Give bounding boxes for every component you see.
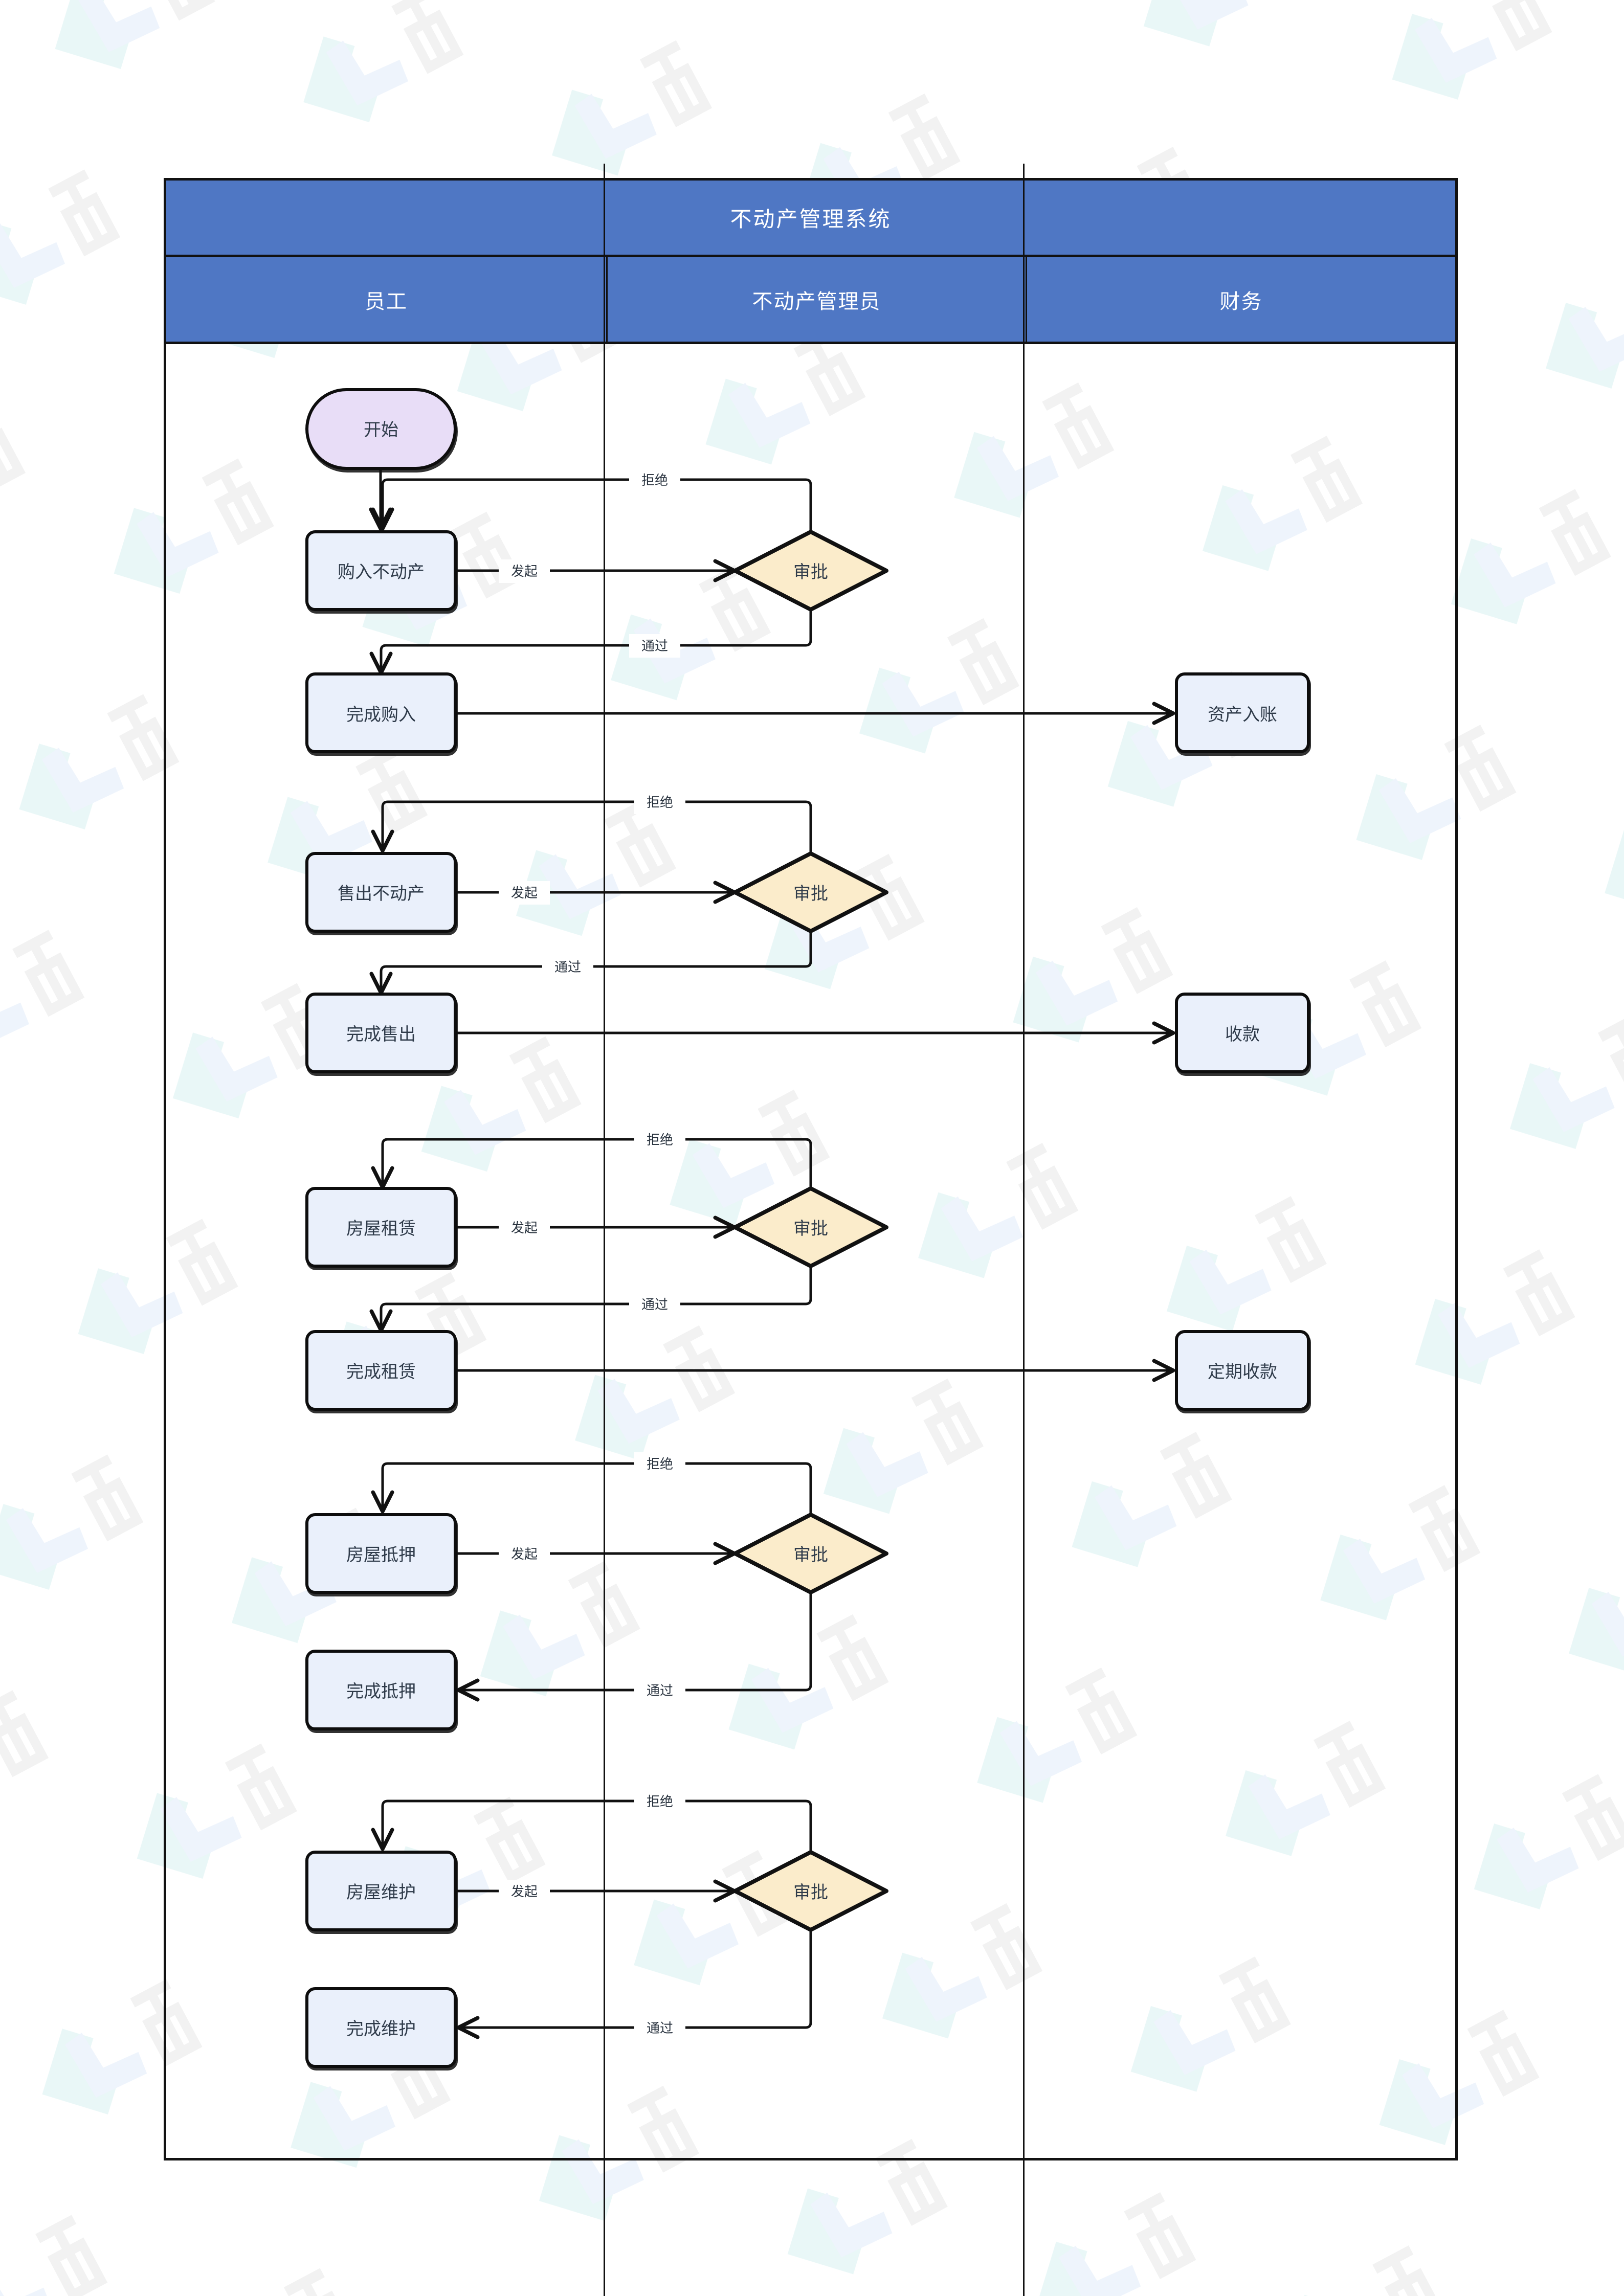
edge-label-pass-2: 通过 <box>554 959 581 975</box>
node-periodic-payment[interactable]: 定期收款 <box>1175 1330 1310 1411</box>
node-label: 定期收款 <box>1208 1362 1277 1382</box>
edge-label-reject-1: 拒绝 <box>641 472 668 488</box>
node-label: 审批 <box>793 1545 828 1565</box>
node-approve-5[interactable]: 审批 <box>733 1850 888 1932</box>
node-mortgage[interactable]: 房屋抵押 <box>305 1513 457 1594</box>
edge-label-pass-1: 通过 <box>641 638 668 654</box>
node-approve-4[interactable]: 审批 <box>733 1513 888 1594</box>
edge-label-pass-5: 通过 <box>647 2020 673 2036</box>
node-start[interactable]: 开始 <box>305 388 457 470</box>
edge-label-pass-4: 通过 <box>647 1683 673 1698</box>
node-rent[interactable]: 房屋租赁 <box>305 1187 457 1268</box>
node-label: 审批 <box>793 1219 828 1239</box>
edge-label-reject-3: 拒绝 <box>647 1132 673 1147</box>
node-label: 完成维护 <box>346 2019 416 2039</box>
node-label: 完成租赁 <box>346 1362 416 1382</box>
node-buy-done[interactable]: 完成购入 <box>305 672 457 753</box>
edge-label-submit-2: 发起 <box>511 885 538 901</box>
edge-label-submit-3: 发起 <box>511 1220 538 1235</box>
node-label: 完成抵押 <box>346 1682 416 1701</box>
node-label: 审批 <box>793 562 828 582</box>
node-label: 房屋租赁 <box>346 1219 416 1239</box>
node-sell-done[interactable]: 完成售出 <box>305 993 457 1073</box>
node-label: 完成售出 <box>346 1025 416 1044</box>
edge-label-reject-5: 拒绝 <box>647 1794 673 1809</box>
edge-label-reject-4: 拒绝 <box>647 1456 673 1472</box>
node-rent-done[interactable]: 完成租赁 <box>305 1330 457 1411</box>
node-approve-3[interactable]: 审批 <box>733 1186 888 1268</box>
node-label: 房屋维护 <box>346 1883 416 1902</box>
node-label: 开始 <box>364 420 398 440</box>
edge-label-submit-1: 发起 <box>511 564 538 579</box>
edge-label-reject-2: 拒绝 <box>647 795 673 810</box>
edge-label-pass-3: 通过 <box>641 1297 668 1312</box>
node-maintain[interactable]: 房屋维护 <box>305 1851 457 1931</box>
node-label: 房屋抵押 <box>346 1545 416 1565</box>
node-label: 收款 <box>1225 1025 1260 1044</box>
node-asset-entry[interactable]: 资产入账 <box>1175 672 1310 753</box>
node-approve-1[interactable]: 审批 <box>733 530 888 612</box>
edge-label-submit-4: 发起 <box>511 1546 538 1562</box>
node-approve-2[interactable]: 审批 <box>733 851 888 933</box>
node-label: 资产入账 <box>1208 705 1277 725</box>
node-label: 审批 <box>793 884 828 904</box>
edge-label-submit-5: 发起 <box>511 1884 538 1899</box>
node-label: 购入不动产 <box>338 562 425 582</box>
node-label: 完成购入 <box>346 705 416 725</box>
node-buy[interactable]: 购入不动产 <box>305 530 457 611</box>
node-maintain-done[interactable]: 完成维护 <box>305 1987 457 2068</box>
node-label: 审批 <box>793 1883 828 1902</box>
node-sell[interactable]: 售出不动产 <box>305 852 457 933</box>
node-receive[interactable]: 收款 <box>1175 993 1310 1073</box>
node-label: 售出不动产 <box>338 884 425 904</box>
node-mortgage-done[interactable]: 完成抵押 <box>305 1650 457 1730</box>
